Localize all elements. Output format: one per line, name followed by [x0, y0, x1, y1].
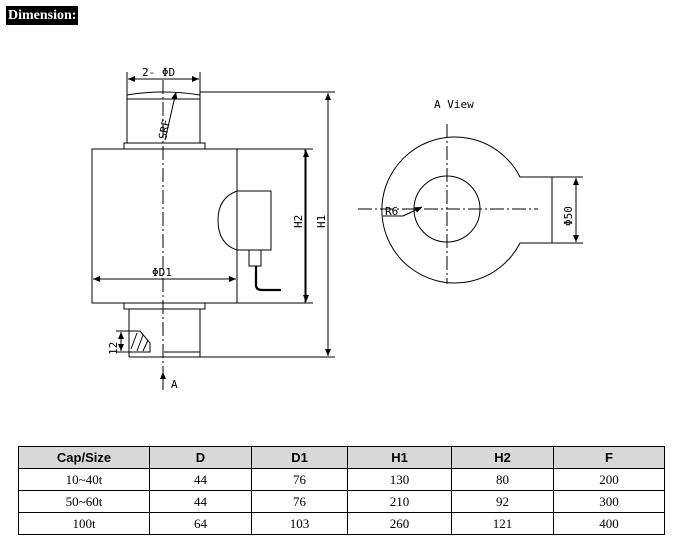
table-row: 50~60t 44 76 210 92 300 — [18, 490, 665, 513]
sr-f-label: SRF — [156, 118, 173, 140]
cell-f: 400 — [553, 512, 665, 535]
cell-d1: 76 — [251, 490, 348, 513]
cell-h1: 130 — [347, 468, 452, 491]
cell-h2: 80 — [451, 468, 554, 491]
a-view-label: A View — [434, 98, 474, 111]
cell-h2: 121 — [451, 512, 554, 535]
cell-h2: 92 — [451, 490, 554, 513]
diameter-d1-label: ΦD1 — [152, 266, 172, 279]
cell-h1: 210 — [347, 490, 452, 513]
column-header-cap-size: Cap/Size — [18, 446, 150, 469]
table-row: 100t 64 103 260 121 400 — [18, 512, 665, 535]
h2-label: H2 — [292, 215, 305, 228]
diameter-d-label: 2- ΦD — [142, 66, 175, 79]
cell-cap-size: 10~40t — [18, 468, 150, 491]
cell-cap-size: 50~60t — [18, 490, 150, 513]
column-header-h2: H2 — [451, 446, 554, 469]
column-header-d1: D1 — [251, 446, 348, 469]
dimension-drawing: 2- ΦD SRF ΦD1 H2 H1 12 A A View R6 Φ50 — [91, 66, 583, 391]
column-header-d: D — [149, 446, 252, 469]
h1-label: H1 — [315, 215, 328, 228]
cell-h1: 260 — [347, 512, 452, 535]
column-header-h1: H1 — [347, 446, 452, 469]
cell-d: 44 — [149, 468, 252, 491]
cell-d: 64 — [149, 512, 252, 535]
view-a-arrow-label: A — [171, 378, 178, 391]
cell-cap-size: 100t — [18, 512, 150, 535]
r6-label: R6 — [385, 205, 398, 218]
dimension-table: Cap/Size D D1 H1 H2 F 10~40t 44 76 130 8… — [18, 446, 665, 535]
a-view — [358, 124, 583, 284]
cell-d1: 76 — [251, 468, 348, 491]
cell-d: 44 — [149, 490, 252, 513]
cell-f: 200 — [553, 468, 665, 491]
table-row: 10~40t 44 76 130 80 200 — [18, 468, 665, 491]
front-view — [91, 72, 335, 390]
page-title: Dimension: — [6, 6, 79, 25]
table-header-row: Cap/Size D D1 H1 H2 F — [18, 446, 665, 469]
cell-f: 300 — [553, 490, 665, 513]
column-header-f: F — [553, 446, 665, 469]
cell-d1: 103 — [251, 512, 348, 535]
dim-12-label: 12 — [107, 342, 120, 355]
diameter-50-label: Φ50 — [562, 206, 575, 226]
